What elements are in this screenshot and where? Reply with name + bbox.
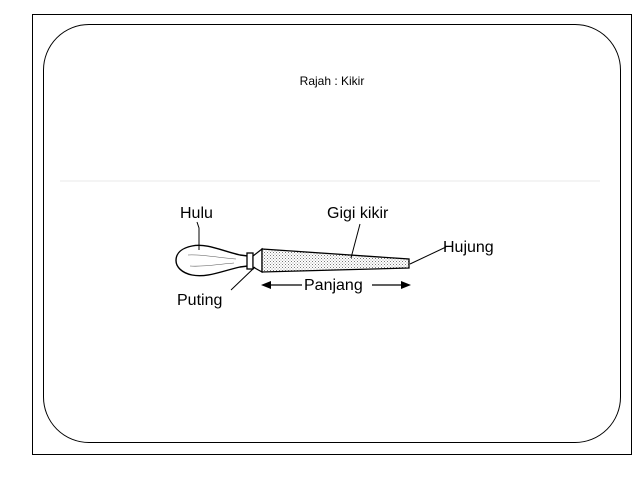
slide-title: Rajah : Kikir [299, 74, 365, 88]
arrowhead-right [401, 281, 411, 289]
leader-puting [230, 266, 256, 291]
label-hulu: Hulu [180, 205, 213, 222]
handle-grain [187, 254, 237, 267]
file-blade [261, 248, 410, 273]
file-ferrule [246, 252, 254, 270]
slide-panel: Rajah : Kikir [43, 24, 621, 443]
label-gigi-kikir: Gigi kikir [327, 205, 389, 222]
file-handle [175, 244, 249, 277]
label-hujung: Hujung [443, 239, 494, 256]
slide-frame: Rajah : Kikir [32, 14, 632, 455]
leader-hujung [409, 246, 447, 265]
label-panjang: Panjang [304, 277, 363, 294]
leader-gigi-kikir [350, 223, 361, 259]
file-tang [252, 247, 263, 274]
label-puting: Puting [177, 292, 222, 309]
arrowhead-left [261, 281, 271, 289]
leader-hulu [196, 221, 200, 250]
